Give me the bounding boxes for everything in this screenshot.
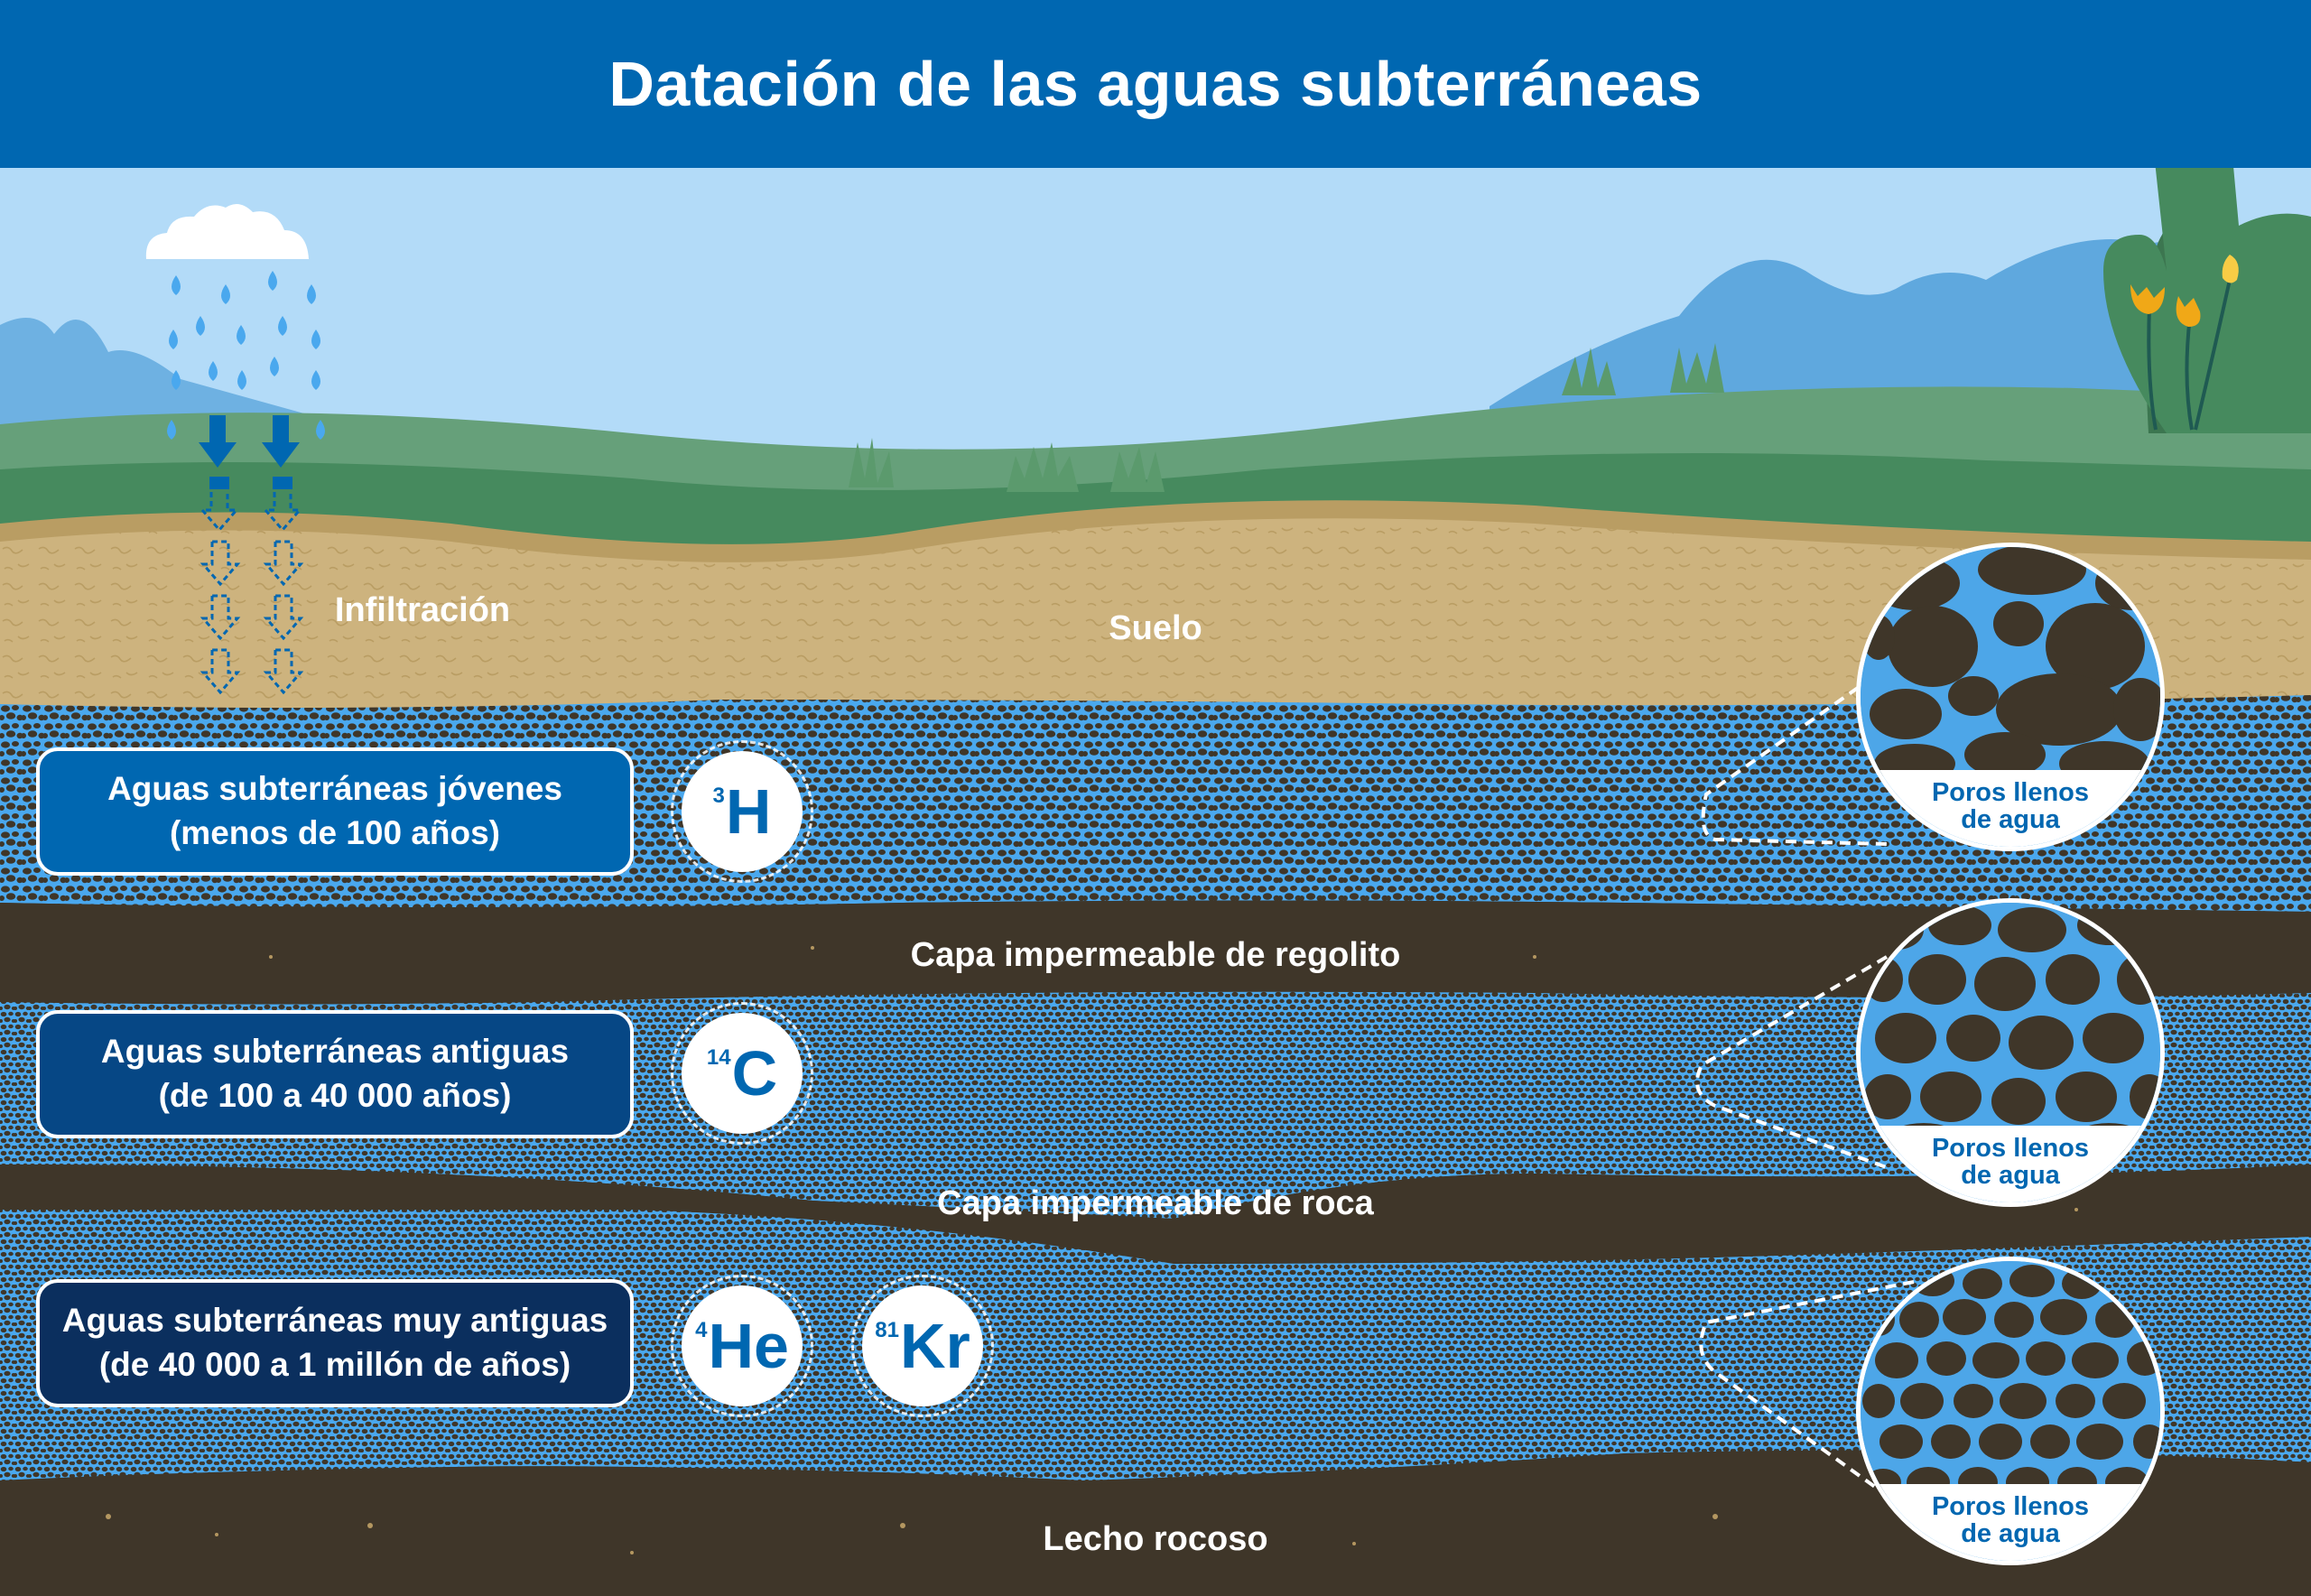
aquifer-range: (de 100 a 40 000 años) [158,1077,512,1114]
aquifer-title: Aguas subterráneas jóvenes [107,770,562,808]
isotope-symbol: H [725,776,772,847]
pore-caption: Poros llenos de agua [1861,1126,2160,1202]
infiltration-label: Infiltración [334,591,511,629]
down-arrow-icon [199,415,300,489]
isotope-badge-helium4: 4 He [671,1275,813,1417]
isotope-symbol: C [731,1038,778,1109]
raindrop-icon [167,271,325,440]
isotope-badge-carbon14: 14 C [671,1002,813,1145]
isotope-mass: 14 [706,1045,731,1070]
rock-layer-label: Capa impermeable de roca [937,1184,1374,1222]
isotope-badge-krypton81: 81 Kr [851,1275,994,1417]
isotope-badge-tritium: 3 H [671,740,813,883]
cloud-icon [145,204,325,695]
regolith-layer-label: Capa impermeable de regolito [910,936,1401,974]
pore-zoom-circle: Poros llenos de agua [1856,898,2165,1207]
old-groundwater-box: Aguas subterráneas antiguas (de 100 a 40… [36,1010,634,1138]
aquifer-title: Aguas subterráneas muy antiguas [61,1302,608,1340]
pore-zoom-circle: Poros llenos de agua [1856,1257,2165,1565]
isotope-symbol: Kr [899,1311,970,1381]
isotope-mass: 4 [695,1318,708,1342]
aquifer-title: Aguas subterráneas antiguas [100,1033,570,1071]
pore-caption: Poros llenos de agua [1861,770,2160,847]
isotope-mass: 3 [712,784,725,808]
aquifer-range: (de 40 000 a 1 millón de años) [98,1346,571,1383]
bedrock-label: Lecho rocoso [1043,1520,1268,1558]
isotope-symbol: He [708,1311,789,1381]
very-old-groundwater-box: Aguas subterráneas muy antiguas (de 40 0… [36,1279,634,1407]
soil-label: Suelo [1109,609,1202,647]
pore-caption: Poros llenos de agua [1861,1484,2160,1561]
isotope-mass: 81 [875,1318,899,1342]
young-groundwater-box: Aguas subterráneas jóvenes (menos de 100… [36,747,634,876]
title-banner: Datación de las aguas subterráneas [0,0,2311,168]
page-title: Datación de las aguas subterráneas [608,49,1703,119]
down-arrow-icon [199,492,304,695]
pore-zoom-circle: Poros llenos de agua [1856,543,2165,851]
aquifer-range: (menos de 100 años) [169,814,500,851]
